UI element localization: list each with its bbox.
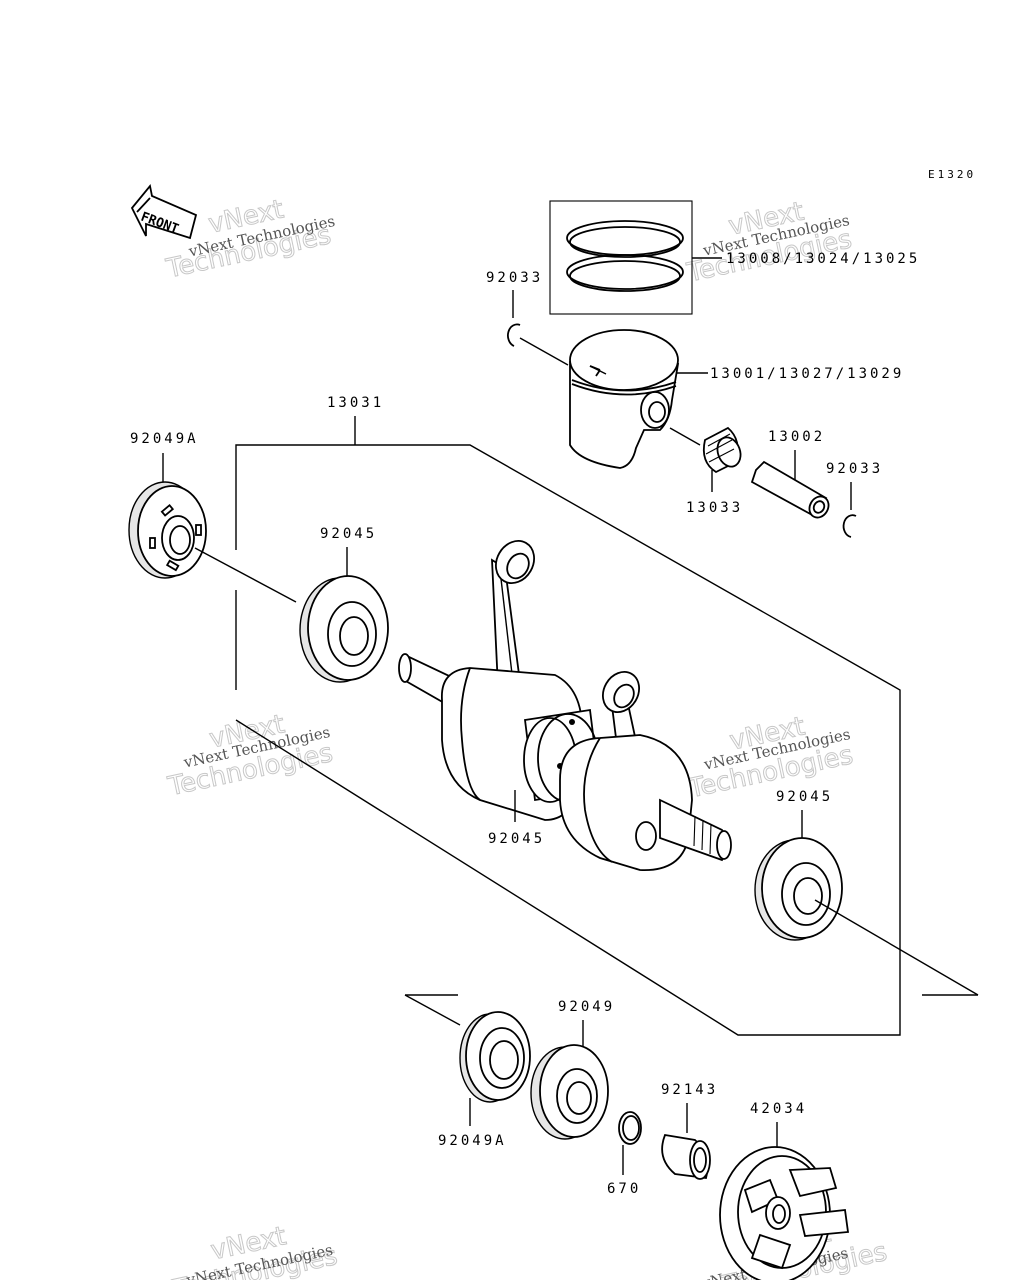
- circlip-right: [842, 514, 857, 538]
- crankshaft: [398, 540, 732, 871]
- circlip-top: [507, 323, 521, 347]
- label-oil-seal-lower-a: 92049A: [438, 1133, 507, 1149]
- piston-rings: [549, 200, 722, 315]
- label-piston: 13001/13027/13029: [710, 366, 904, 382]
- label-crankshaft-assy: 13031: [327, 395, 384, 411]
- label-bearing-left: 92045: [320, 526, 377, 542]
- needle-bearing: [702, 426, 742, 474]
- coupling: [719, 1146, 850, 1280]
- label-piston-rings: 13008/13024/13025: [726, 251, 920, 267]
- oil-seal-left: [128, 481, 207, 579]
- label-collar: 92143: [661, 1082, 718, 1098]
- crankshaft-assy-bracket: [235, 444, 901, 1036]
- watermark-top-right: vNext Technologies vNext Technologies: [683, 196, 855, 289]
- bearing-right: [754, 837, 843, 941]
- front-arrow-icon: FRONT: [130, 183, 198, 240]
- o-ring: [618, 1111, 642, 1145]
- collar: [661, 1133, 711, 1180]
- label-piston-pin: 13002: [768, 429, 825, 445]
- piston: [569, 329, 680, 469]
- watermark-mid-left: vNext Technologies vNext Technologies: [164, 709, 336, 803]
- label-needle-bearing: 13033: [686, 500, 743, 516]
- bearing-left: [299, 575, 389, 683]
- piston-pin: [750, 460, 830, 519]
- label-oil-seal-left: 92049A: [130, 431, 199, 447]
- label-circlip-top: 92033: [486, 270, 543, 286]
- watermark-bottom-left: vNext Technologies vNext Technologies: [169, 1221, 341, 1280]
- label-circlip-right: 92033: [826, 461, 883, 477]
- label-o-ring: 670: [607, 1181, 641, 1197]
- diagram-code: E1320: [928, 168, 976, 181]
- label-coupling: 42034: [750, 1101, 807, 1117]
- label-bearing-right: 92045: [776, 789, 833, 805]
- label-bearing-center: 92045: [488, 831, 545, 847]
- oil-seal-lower: [530, 1044, 609, 1140]
- label-oil-seal-lower: 92049: [558, 999, 615, 1015]
- oil-seal-lower-a: [459, 1011, 531, 1103]
